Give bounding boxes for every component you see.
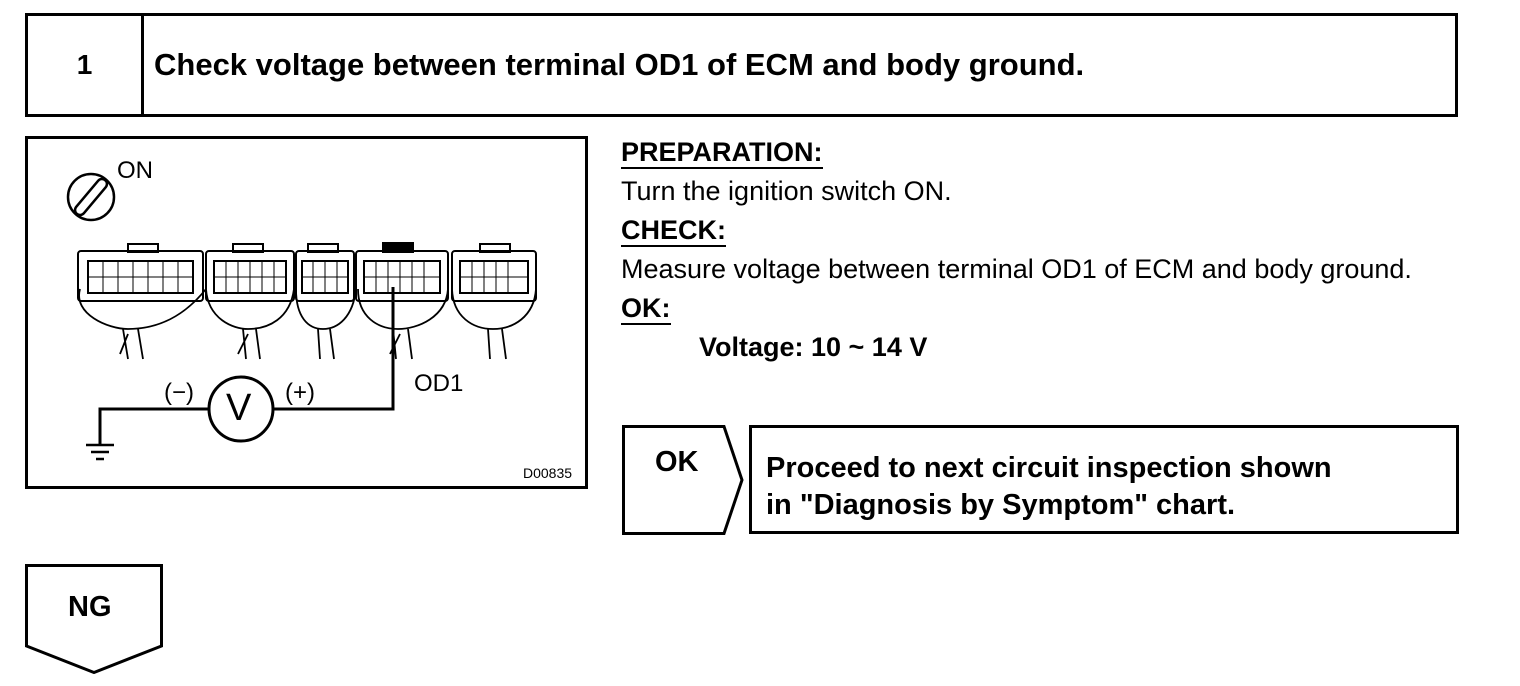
step-title: Check voltage between terminal OD1 of EC… [154,47,1085,82]
ok-action-line-2: in "Diagnosis by Symptom" chart. [766,489,1236,521]
ignition-key-icon [66,172,116,222]
ok-heading: OK: [621,293,671,325]
switch-on-label: ON [117,157,153,184]
terminal-od1-label: OD1 [414,370,464,397]
preparation-text: Turn the ignition switch ON. [621,176,952,206]
step-number: 1 [28,16,144,114]
ng-arrow-icon [25,564,163,674]
ecm-connectors [77,242,537,302]
ok-action-line-1: Proceed to next circuit inspection shown [766,452,1332,484]
wiring-diagram: ON OD1 (−) (+) V D00835 [25,136,588,489]
ok-label: OK [655,446,699,478]
ground-icon [86,443,114,461]
check-text: Measure voltage between terminal OD1 of … [621,254,1412,284]
ecm-connector-illustration [66,172,537,461]
ok-arrow-icon [622,425,744,535]
check-heading: CHECK: [621,215,726,247]
plus-terminal-label: (+) [285,379,315,406]
ok-action-box: Proceed to next circuit inspection shown… [749,425,1459,534]
procedure: PREPARATION: Turn the ignition switch ON… [621,133,1459,367]
ok-spec: Voltage: 10 ~ 14 V [699,332,928,362]
connector-pins [88,261,528,293]
wire-harnesses [78,288,537,360]
figure-code: D00835 [523,465,573,481]
ng-label: NG [68,591,112,623]
voltmeter-circuit [98,287,395,444]
voltmeter-symbol: V [226,387,252,429]
step-header: 1 Check voltage between terminal OD1 of … [25,13,1458,117]
minus-terminal-label: (−) [164,379,194,406]
preparation-heading: PREPARATION: [621,137,823,169]
